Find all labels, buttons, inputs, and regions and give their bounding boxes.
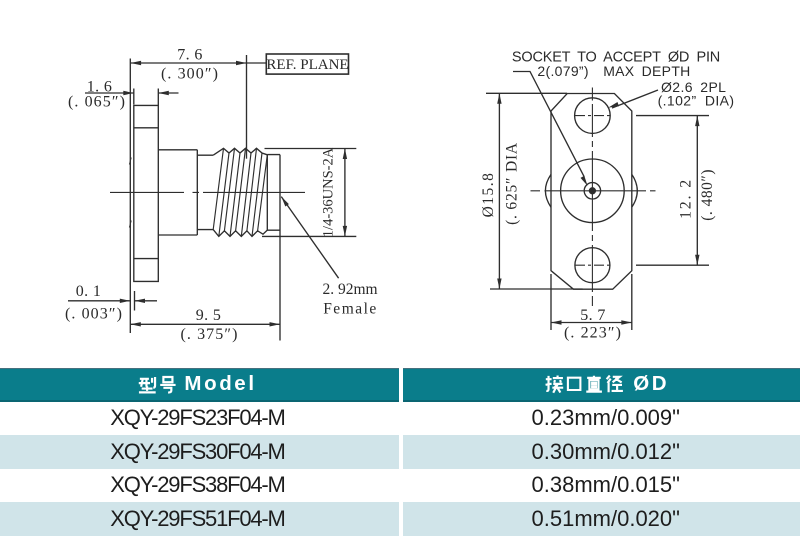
svg-text:Ø15.8: Ø15.8 [480, 172, 497, 218]
svg-text:(. 480″): (. 480″) [699, 169, 716, 221]
svg-text:(. 300″): (. 300″) [161, 66, 219, 83]
svg-text:(. 003″): (. 003″) [65, 306, 123, 323]
svg-text:(. 223″): (. 223″) [564, 325, 622, 342]
svg-text:2. 92mm: 2. 92mm [322, 281, 377, 298]
svg-text:(.102” DIA): (.102” DIA) [658, 93, 735, 109]
svg-text:Female: Female [323, 301, 378, 318]
svg-text:5. 7: 5. 7 [580, 307, 606, 324]
svg-text:SOCKET TO ACCEPT ØD PIN: SOCKET TO ACCEPT ØD PIN [512, 50, 720, 66]
svg-text:(. 065″): (. 065″) [68, 94, 126, 111]
svg-text:Ø2.6 2PL: Ø2.6 2PL [661, 79, 726, 95]
svg-text:9. 5: 9. 5 [196, 307, 222, 324]
svg-text:2(.079”) MAX DEPTH: 2(.079”) MAX DEPTH [537, 63, 690, 79]
svg-text:(. 375″): (. 375″) [180, 326, 238, 343]
svg-text:REF. PLANE: REF. PLANE [266, 57, 348, 73]
svg-text:0. 1: 0. 1 [76, 283, 102, 300]
svg-text:1. 6: 1. 6 [87, 79, 113, 96]
svg-text:(. 625″ DIA: (. 625″ DIA [504, 142, 521, 225]
svg-text:1/4-36UNS-2A: 1/4-36UNS-2A [321, 147, 337, 237]
svg-text:12. 2: 12. 2 [678, 178, 695, 219]
svg-text:7. 6: 7. 6 [177, 47, 203, 64]
